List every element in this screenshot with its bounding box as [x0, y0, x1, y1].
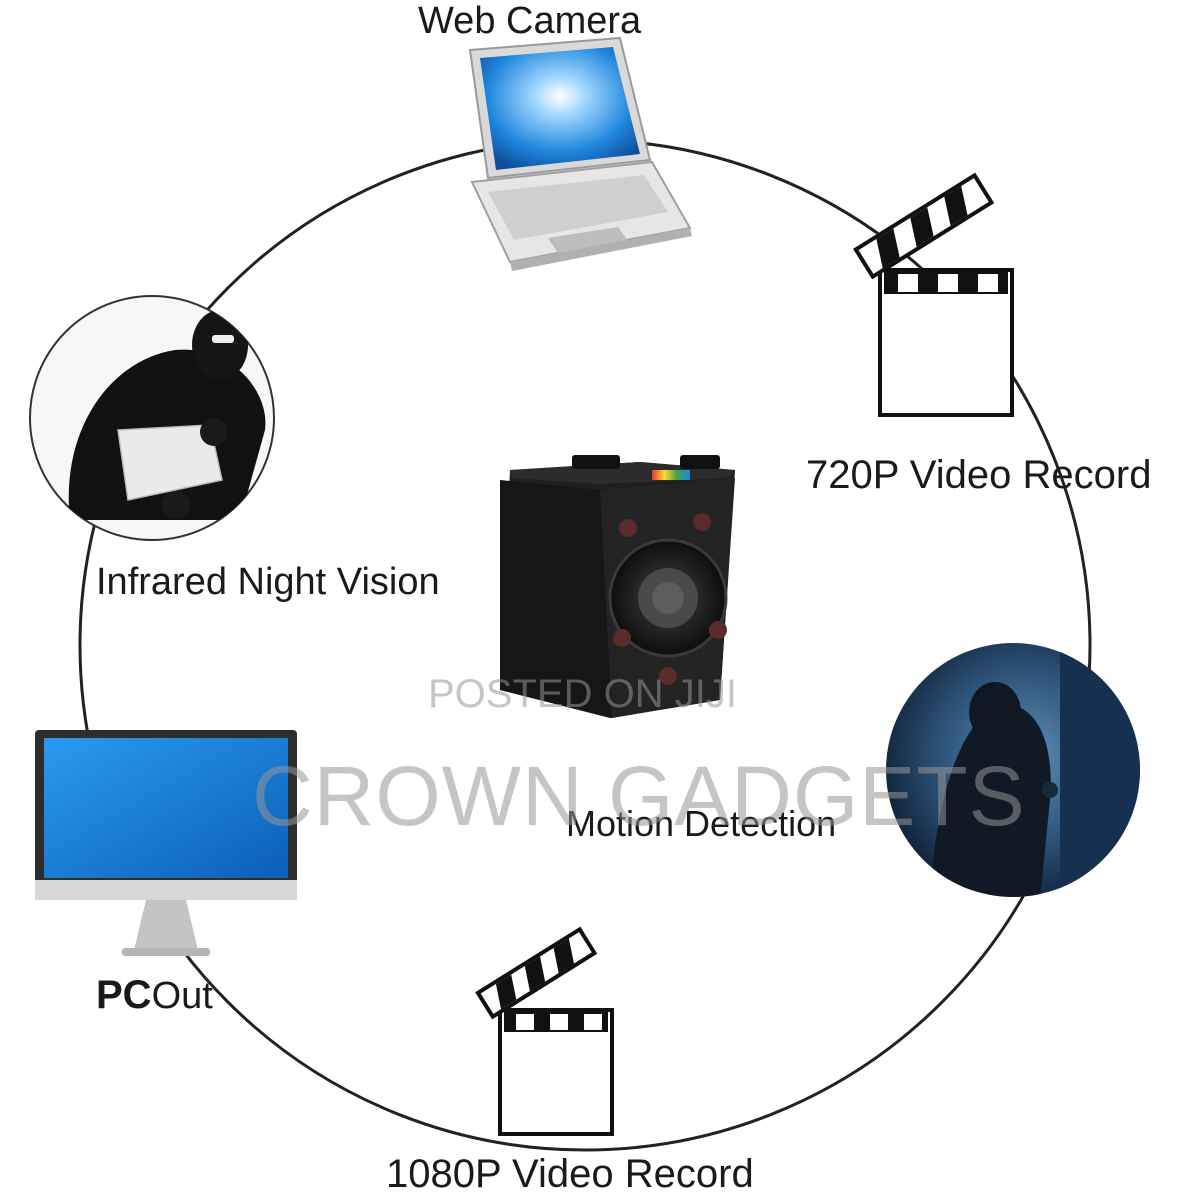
watermark-brand: CROWN GADGETS: [252, 749, 1026, 843]
label-pc-out: PCOut: [96, 973, 213, 1018]
label-720p-video-record: 720P Video Record: [806, 453, 1152, 497]
monitor-icon: [35, 730, 297, 956]
intruder-photo: [29, 295, 275, 541]
mini-camera: [500, 455, 735, 718]
label-1080p-video-record: 1080P Video Record: [386, 1152, 754, 1196]
label-pc-suffix: Out: [151, 975, 213, 1017]
laptop-icon: [468, 36, 692, 271]
watermark-posted: POSTED ON JIJI: [428, 672, 737, 716]
burglar-photo: [886, 643, 1140, 897]
clapperboard-icon: [853, 172, 1014, 417]
clapperboard-icon: [475, 926, 614, 1136]
label-web-camera: Web Camera: [418, 0, 642, 42]
label-infrared-night-vision: Infrared Night Vision: [96, 561, 440, 603]
label-motion-detection: Motion Detection: [566, 803, 837, 844]
label-pc-prefix: PC: [96, 973, 152, 1017]
